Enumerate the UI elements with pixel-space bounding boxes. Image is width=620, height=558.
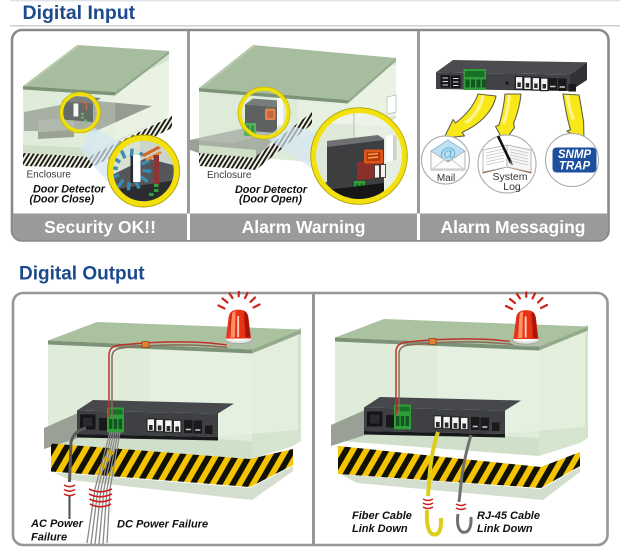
svg-text:Digital Output: Digital Output bbox=[19, 264, 145, 285]
svg-text:Door Detector: Door Detector bbox=[235, 184, 308, 196]
svg-text:Security OK!!: Security OK!! bbox=[44, 217, 156, 237]
svg-text:System: System bbox=[492, 171, 527, 183]
svg-text:Alarm Messaging: Alarm Messaging bbox=[441, 217, 586, 237]
svg-text:Door Detector: Door Detector bbox=[33, 184, 106, 196]
svg-text:Enclosure: Enclosure bbox=[207, 170, 252, 181]
svg-text:@: @ bbox=[440, 144, 457, 163]
svg-text:Link Down: Link Down bbox=[352, 523, 408, 535]
svg-text:(Door Close): (Door Close) bbox=[30, 194, 95, 206]
svg-text:(Door Open): (Door Open) bbox=[239, 194, 302, 206]
svg-text:Alarm Warning: Alarm Warning bbox=[242, 217, 366, 237]
svg-text:Enclosure: Enclosure bbox=[27, 170, 72, 181]
svg-text:Mail: Mail bbox=[437, 173, 455, 184]
svg-text:Log: Log bbox=[503, 181, 521, 193]
svg-text:DC Power Failure: DC Power Failure bbox=[117, 519, 208, 531]
svg-text:Failure: Failure bbox=[31, 532, 67, 544]
svg-text:AC Power: AC Power bbox=[30, 518, 84, 530]
svg-text:Fiber Cable: Fiber Cable bbox=[352, 510, 412, 522]
svg-text:Digital Input: Digital Input bbox=[23, 2, 136, 24]
svg-text:TRAP: TRAP bbox=[559, 161, 591, 173]
svg-text:RJ-45 Cable: RJ-45 Cable bbox=[477, 510, 540, 522]
svg-text:Link Down: Link Down bbox=[477, 523, 533, 535]
svg-text:SNMP: SNMP bbox=[558, 149, 592, 161]
